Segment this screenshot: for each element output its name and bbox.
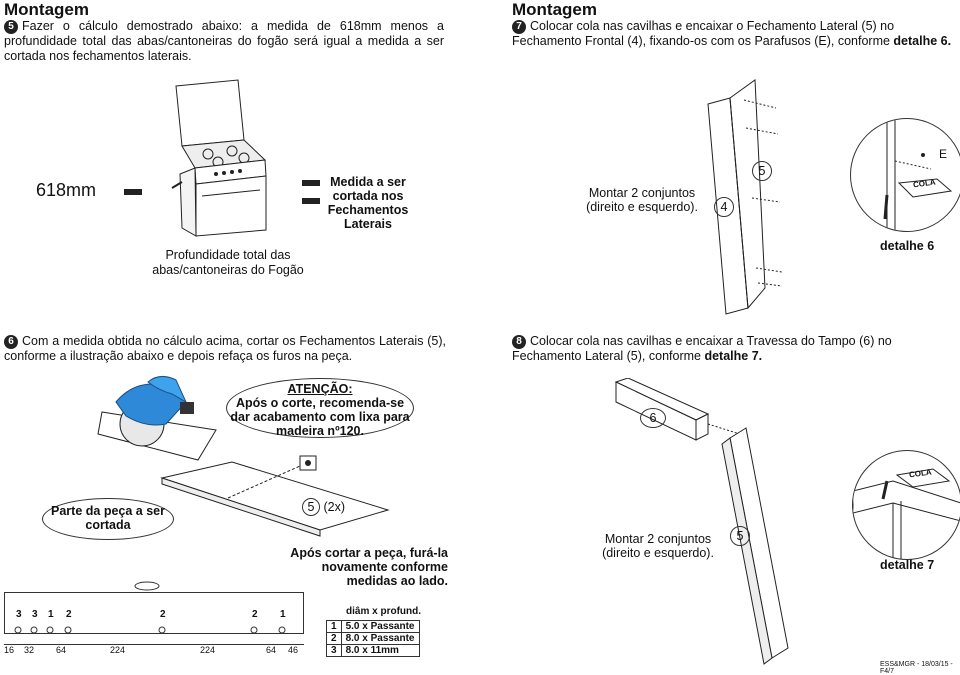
step-5-text: Fazer o cálculo demostrado abaixo: a med…: [4, 19, 444, 63]
cut-part-callout: Parte da peça a ser cortada: [42, 498, 174, 540]
dimension: 16: [4, 645, 15, 655]
step-7-detail-ref: detalhe 6.: [893, 34, 952, 48]
attention-title: ATENÇÃO:: [287, 382, 353, 396]
measure-618mm: 618mm: [36, 180, 97, 200]
attention-callout: ATENÇÃO: Após o corte, recomenda-se dar …: [226, 378, 414, 438]
side-panel-assembly: [707, 79, 783, 315]
spec-id: 1: [326, 620, 342, 633]
spec-id: 3: [326, 644, 342, 657]
screw-e-label: E: [939, 147, 948, 161]
hole-label: 2: [252, 609, 258, 620]
equals-bottom-bar: [302, 198, 320, 204]
hole-label: 1: [280, 609, 286, 620]
hole-label: 1: [48, 609, 54, 620]
cut-part-label: Parte da peça a ser cortada: [51, 504, 165, 532]
spec-header: diâm x profund.: [346, 606, 421, 617]
drilling-board: [4, 592, 304, 634]
detail-6-circle: COLA E: [850, 118, 960, 232]
stove-illustration: [171, 79, 267, 237]
step-7-text: Colocar cola nas cavilhas e encaixar o F…: [512, 19, 895, 48]
part-5-callout-cut: 5: [302, 498, 320, 516]
step-6-text: Com a medida obtida no cálculo acima, co…: [4, 334, 446, 363]
step-5-number: 5: [4, 20, 18, 34]
hole-label: 2: [160, 609, 166, 620]
spec-value: 8.0 x Passante: [340, 632, 420, 645]
after-cut-text: Após cortar a peça, furá-la novamente co…: [290, 546, 448, 588]
spec-value: 8.0 x 11mm: [340, 644, 420, 657]
dimension: 64: [266, 645, 277, 655]
dimension: 224: [200, 645, 216, 655]
part-5-callout-bottom: 5: [730, 526, 750, 546]
right-section-title: Montagem: [512, 0, 597, 19]
dimension: 224: [110, 645, 126, 655]
dimension: 46: [288, 645, 299, 655]
part-5-callout: 5: [752, 161, 772, 181]
result-label: Medida a ser cortada nos Fechamentos Lat…: [327, 175, 409, 231]
detail-7-circle: COLA: [852, 450, 960, 560]
board-cut-illustration: [160, 455, 390, 537]
step-7-number: 7: [512, 20, 526, 34]
hole-label: 3: [16, 609, 22, 620]
minus-sign: [124, 189, 142, 195]
assembly-note-bottom: Montar 2 conjuntos (direito e esquerdo).: [602, 532, 714, 560]
dimension: 32: [24, 645, 35, 655]
dimension-row: 16 32 64 224 224 64 46: [4, 644, 304, 657]
left-section-title: Montagem: [4, 0, 89, 19]
hole-label: 2: [66, 609, 72, 620]
dimension: 64: [56, 645, 67, 655]
spec-value: 5.0 x Passante: [340, 620, 420, 633]
part-4-callout: 4: [714, 197, 734, 217]
hole-markers: [14, 626, 286, 634]
circular-saw-illustration: [97, 376, 217, 461]
spec-id: 2: [326, 632, 342, 645]
assembly-note-top: Montar 2 conjuntos (direito e esquerdo).: [586, 186, 698, 214]
detail-6-label: detalhe 6: [880, 239, 935, 253]
equals-top-bar: [302, 180, 320, 186]
footer-code: ESS&MGR - 18/03/15 - F4/7: [880, 661, 953, 675]
part-5-quantity: 5 (2x): [302, 498, 345, 516]
step-8-number: 8: [512, 335, 526, 349]
step-8-detail-ref: detalhe 7.: [704, 349, 763, 363]
attention-text: Após o corte, recomenda-se dar acabament…: [230, 396, 410, 438]
step-8-text: Colocar cola nas cavilhas e encaixar a T…: [512, 334, 892, 363]
qty-label: (2x): [323, 500, 346, 514]
part-6-callout: 6: [640, 408, 666, 428]
hole-label: 3: [32, 609, 38, 620]
crossbar-assembly: [614, 378, 789, 665]
detail-7-label: detalhe 7: [880, 558, 935, 572]
board-logo: [134, 581, 160, 591]
step-6-number: 6: [4, 335, 18, 349]
stove-caption: Profundidade total das abas/cantoneiras …: [152, 248, 304, 277]
hole-label-row: 3 3 1 2 2 2 1: [4, 609, 304, 625]
